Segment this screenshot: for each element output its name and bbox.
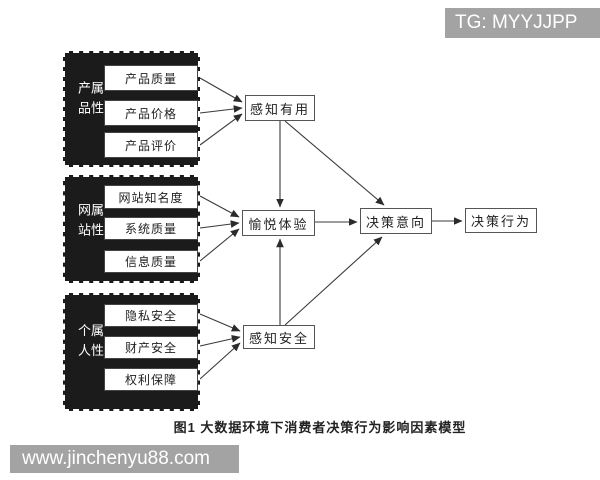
group-product-attributes: 产品属性 产品质量 产品价格 产品评价 [63,51,200,167]
node-website-reputation: 网站知名度 [104,185,198,209]
node-perceived-usefulness: 感知有用 [245,95,315,121]
watermark-bottom-text: www.jinchenyu88.com [22,448,210,469]
node-perceived-security: 感知安全 [243,325,315,349]
watermark-bottom-banner: www.jinchenyu88.com [10,445,239,473]
figure-caption: 图1 大数据环境下消费者决策行为影响因素模型 [173,420,467,435]
node-product-quality: 产品质量 [104,65,198,91]
group-label-website: 网站属性 [76,203,104,243]
node-system-quality: 系统质量 [104,217,198,240]
group-label-product: 产品属性 [76,81,104,121]
node-product-price: 产品价格 [104,100,198,126]
watermark-top-banner: TG: MYYJJPP [445,8,600,38]
node-rights-protection: 权利保障 [104,368,198,391]
node-property-security: 财产安全 [104,336,198,359]
group-personal-attributes: 个人属性 隐私安全 财产安全 权利保障 [63,293,200,411]
node-product-review: 产品评价 [104,132,198,158]
group-website-attributes: 网站属性 网站知名度 系统质量 信息质量 [63,175,200,283]
watermark-top-text: TG: MYYJJPP [455,12,578,33]
node-decision-behavior: 决策行为 [465,208,537,233]
node-pleasant-experience: 愉悦体验 [242,210,315,236]
node-privacy-security: 隐私安全 [104,304,198,327]
node-decision-intention: 决策意向 [360,208,432,234]
group-label-personal: 个人属性 [76,323,104,364]
node-information-quality: 信息质量 [104,250,198,273]
